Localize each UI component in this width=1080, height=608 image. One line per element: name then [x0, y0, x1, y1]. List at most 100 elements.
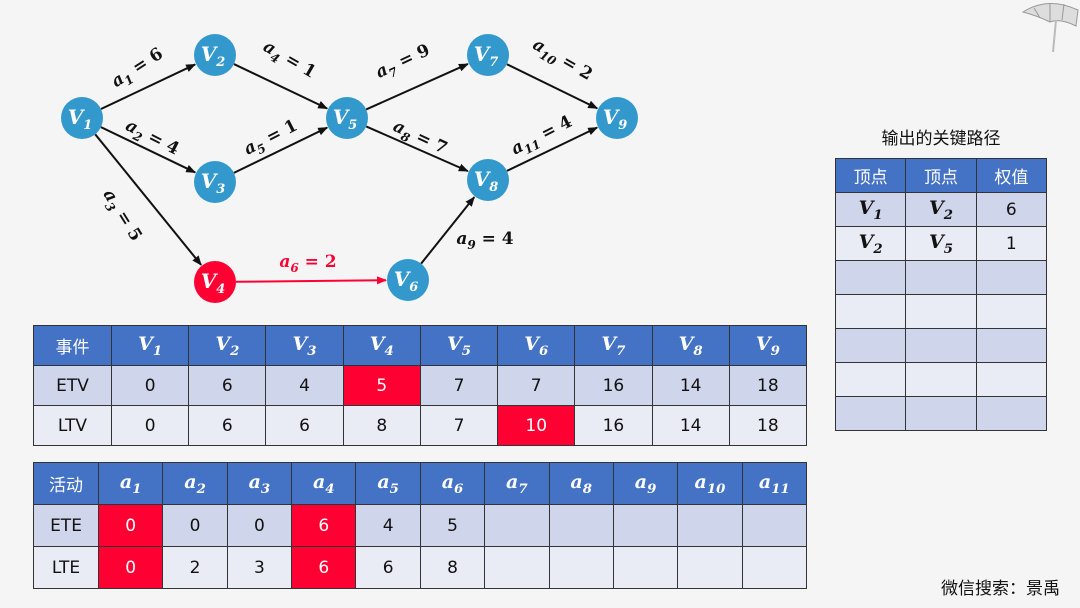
node-label: V3: [201, 169, 226, 197]
node-label-name: V: [333, 105, 351, 129]
row-label: ETE: [33, 504, 99, 547]
column-header: a7: [484, 462, 550, 505]
edge-label-weight: = 4: [139, 124, 182, 159]
math-symbol: a11: [758, 470, 790, 497]
column-header: V7: [574, 325, 653, 366]
symbol-name: V: [858, 230, 874, 253]
column-header: V2: [188, 325, 267, 366]
column-header: V6: [497, 325, 576, 366]
symbol-name: V: [928, 230, 944, 253]
column-header: a5: [355, 462, 421, 505]
symbol-sub: 7: [518, 481, 528, 497]
table-cell: 8: [342, 405, 421, 446]
edge-V4-V6: [235, 276, 388, 285]
math-symbol: a1: [120, 471, 142, 497]
edge-label-name: a: [456, 229, 467, 249]
table-cell: 14: [651, 365, 730, 406]
math-symbol: V4: [369, 332, 394, 359]
node-label: V2: [201, 42, 226, 70]
table-cell: [905, 396, 977, 431]
symbol-name: V: [215, 332, 231, 355]
table-cell: 18: [728, 365, 808, 406]
symbol-name: V: [524, 332, 539, 355]
umbrella-icon: [1021, 3, 1079, 53]
edge-label: a8 = 7: [389, 116, 451, 161]
math-symbol: V5: [446, 332, 471, 359]
node-label-name: V: [201, 42, 219, 66]
symbol-sub: 9: [647, 481, 657, 497]
node-label-name: V: [201, 169, 219, 193]
column-header: V1: [110, 325, 190, 366]
table-cell: [612, 504, 679, 547]
math-symbol: a3: [248, 470, 271, 497]
edge-label-weight: = 1: [276, 46, 319, 82]
symbol-name: a: [758, 470, 772, 493]
symbol-name: a: [312, 470, 326, 493]
node-label-name: V: [394, 267, 412, 291]
symbol-sub: 9: [770, 343, 780, 359]
row-label: ETV: [33, 365, 112, 406]
table-cell: [975, 328, 1048, 363]
edge-label-weight: = 6: [124, 44, 167, 81]
node-label: V9: [603, 105, 628, 133]
table-cell: 6: [265, 405, 344, 446]
symbol-sub: 2: [873, 241, 883, 257]
node-circle: [194, 161, 236, 203]
table-cell: 6: [291, 504, 357, 547]
symbol-sub: 1: [873, 207, 883, 223]
symbol-name: a: [634, 470, 648, 493]
math-symbol: a6: [442, 471, 464, 497]
node-circle: [326, 97, 368, 139]
node-V4: V4: [194, 261, 236, 303]
table-cell: [834, 362, 907, 397]
table-cell: 4: [355, 504, 421, 547]
math-symbol: a5: [377, 471, 399, 497]
table-cell: [741, 504, 808, 547]
table-cell: [975, 260, 1048, 295]
column-header: a1: [97, 462, 164, 505]
math-symbol: V1: [859, 197, 883, 223]
math-symbol: V1: [138, 333, 162, 359]
math-symbol: V5: [928, 230, 953, 257]
symbol-name: a: [248, 470, 261, 493]
column-header: 权值: [975, 158, 1048, 193]
table-cell: [484, 504, 550, 547]
node-circle: [194, 34, 236, 76]
table-cell: 14: [651, 405, 730, 446]
node-circle: [467, 159, 509, 201]
table-cell: V2: [834, 226, 907, 261]
edge-V1-V2: [100, 63, 197, 110]
critical-path-title: 输出的关键路径: [881, 129, 1001, 149]
column-header: a3: [226, 462, 293, 505]
edge-V1-V4: [94, 133, 202, 266]
node-V9: V9: [596, 97, 638, 139]
table-cell: 6: [188, 405, 267, 446]
table-cell: [741, 546, 808, 589]
node-label: V6: [394, 267, 419, 295]
symbol-sub: 1: [132, 481, 142, 497]
table-cell: 10: [497, 405, 576, 446]
math-symbol: a2: [184, 470, 206, 497]
column-header: a9: [612, 462, 679, 505]
node-V8: V8: [467, 159, 509, 201]
table-cell: [975, 362, 1048, 397]
node-label-sub: 4: [216, 282, 225, 297]
table-cell: 16: [574, 365, 653, 406]
table-row: [834, 396, 1048, 431]
table-cell: [905, 362, 977, 397]
symbol-name: a: [184, 470, 197, 493]
table-cell: [975, 294, 1048, 329]
math-symbol: a10: [695, 471, 726, 497]
node-label-sub: 1: [83, 118, 92, 133]
math-symbol: V3: [293, 333, 317, 359]
symbol-name: V: [446, 332, 462, 355]
table-cell: 0: [97, 546, 164, 589]
node-label-sub: 2: [215, 55, 225, 70]
table-row: [834, 294, 1048, 329]
symbol-sub: 4: [384, 343, 394, 359]
edge-label-weight: = 1: [258, 116, 301, 151]
symbol-name: V: [369, 332, 385, 355]
